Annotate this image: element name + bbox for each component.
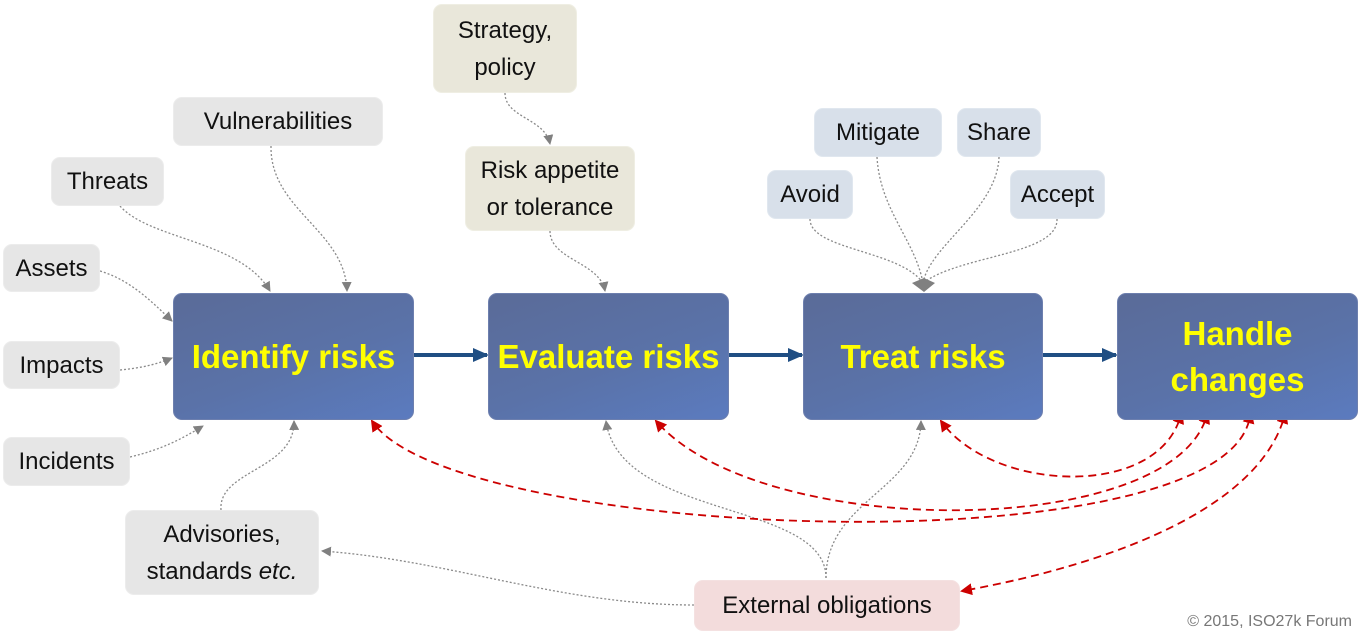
- process-handle-changes: Handle changes: [1117, 293, 1358, 420]
- node-advisories-line2: standards etc.: [146, 557, 298, 585]
- node-appetite-line2: or tolerance: [486, 193, 614, 221]
- process-identify-label: Identify risks: [191, 337, 396, 375]
- node-advisories-line1: Advisories,: [163, 520, 281, 548]
- node-avoid: Avoid: [767, 170, 853, 219]
- connector-external-advisories: [321, 546, 695, 606]
- node-impacts: Impacts: [3, 341, 120, 389]
- node-appetite-line1: Risk appetite: [480, 156, 620, 184]
- connector-mitigate-treat: [876, 156, 924, 284]
- treat-merge-icon: [912, 278, 935, 292]
- node-strategy-line2: policy: [474, 53, 536, 81]
- node-external-obligations: External obligations: [694, 580, 960, 631]
- connector-avoid-treat: [809, 218, 924, 284]
- node-advisories: Advisories, standards etc.: [125, 510, 319, 595]
- node-assets: Assets: [3, 244, 100, 292]
- feedback-handle-identify: [370, 411, 1255, 523]
- connector-share-treat: [922, 156, 1000, 284]
- process-evaluate-risks: Evaluate risks: [488, 293, 729, 420]
- node-vulnerabilities-label: Vulnerabilities: [203, 108, 353, 135]
- node-mitigate: Mitigate: [814, 108, 942, 157]
- connector-accept-treat: [922, 218, 1058, 284]
- node-accept: Accept: [1010, 170, 1105, 219]
- feedback-handle-external: [960, 411, 1289, 596]
- process-treat-risks: Treat risks: [803, 293, 1043, 420]
- feedback-handle-treat: [939, 411, 1184, 478]
- connector-vulnerabilities-identify: [270, 145, 352, 292]
- node-share: Share: [957, 108, 1041, 157]
- connector-external-treat: [825, 420, 926, 579]
- node-incidents: Incidents: [3, 437, 130, 486]
- process-identify-risks: Identify risks: [173, 293, 414, 420]
- process-handle-line2: changes: [1170, 360, 1305, 398]
- feedback-handle-evaluate: [654, 411, 1210, 512]
- node-vulnerabilities: Vulnerabilities: [173, 97, 383, 146]
- connector-external-evaluate: [602, 420, 827, 579]
- node-external-label: External obligations: [722, 592, 932, 619]
- copyright-notice: © 2015, ISO27k Forum: [1187, 613, 1352, 630]
- node-impacts-label: Impacts: [19, 351, 104, 379]
- node-risk-appetite: Risk appetite or tolerance: [465, 146, 635, 231]
- connector-assets-identify: [99, 270, 173, 322]
- node-share-label: Share: [966, 119, 1032, 146]
- connector-incidents-identify: [129, 425, 204, 458]
- node-strategy-policy: Strategy, policy: [433, 4, 577, 93]
- node-incidents-label: Incidents: [18, 448, 115, 475]
- connector-appetite-evaluate: [549, 230, 609, 292]
- node-mitigate-label: Mitigate: [835, 119, 921, 146]
- node-strategy-line1: Strategy,: [457, 16, 553, 44]
- node-avoid-label: Avoid: [780, 181, 840, 208]
- connector-strategy-appetite: [504, 92, 554, 145]
- process-handle-line1: Handle: [1182, 314, 1293, 352]
- node-accept-label: Accept: [1020, 181, 1095, 208]
- connector-advisories-identify: [220, 420, 300, 511]
- process-evaluate-label: Evaluate risks: [497, 337, 720, 375]
- connector-impacts-identify: [119, 356, 173, 371]
- process-treat-label: Treat risks: [840, 337, 1006, 375]
- node-threats-label: Threats: [66, 168, 149, 195]
- node-assets-label: Assets: [15, 254, 88, 282]
- connector-threats-identify: [119, 205, 271, 292]
- node-threats: Threats: [51, 157, 164, 206]
